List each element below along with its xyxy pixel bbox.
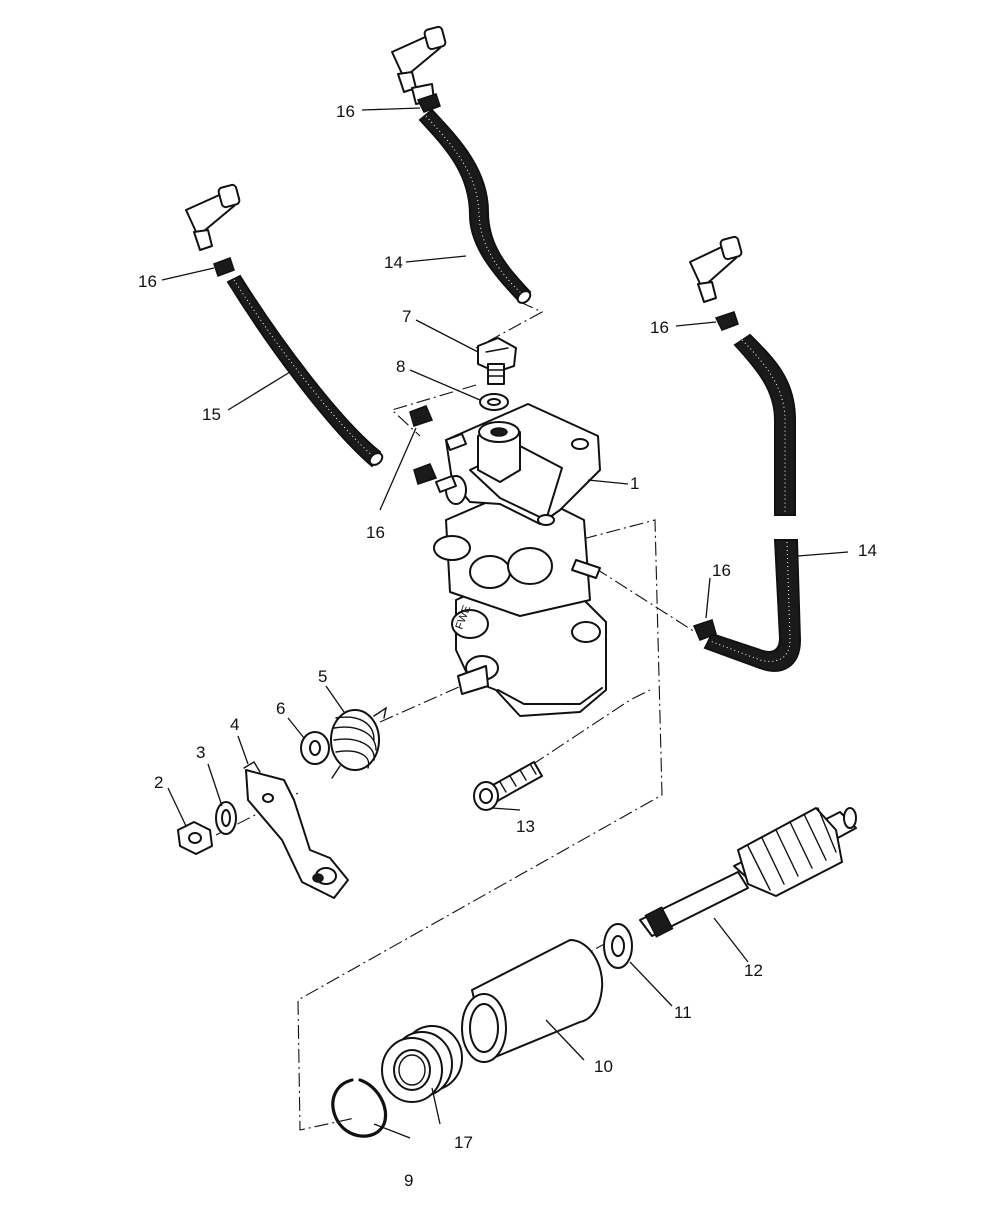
- callout-14-right: 14: [858, 541, 877, 560]
- callout-16-center: 16: [366, 523, 385, 542]
- callout-16-right: 16: [650, 318, 669, 337]
- clamps: [213, 93, 739, 641]
- callout-16-lower-right: 16: [712, 561, 731, 580]
- lever-4: [243, 761, 349, 899]
- gear-shaft-12: [639, 807, 857, 938]
- bushing-10: [461, 939, 604, 1063]
- washer-11: [603, 923, 633, 969]
- snap-ring-9: [331, 1078, 388, 1138]
- seals-17: [381, 1025, 463, 1103]
- hose-15: [226, 274, 384, 468]
- screw-13: [473, 761, 543, 811]
- callout-7: 7: [402, 307, 411, 326]
- nozzle-right: [689, 235, 743, 303]
- spring-5: [330, 706, 388, 779]
- callout-9: 9: [404, 1171, 413, 1190]
- callout-6: 6: [276, 699, 285, 718]
- nozzle-left: [185, 183, 241, 251]
- oil-pump-body: FWE: [433, 403, 607, 717]
- callout-16-left: 16: [138, 272, 157, 291]
- hose-14-right-upper: [733, 333, 796, 516]
- callout-17: 17: [454, 1133, 473, 1152]
- callout-4: 4: [230, 715, 239, 734]
- hose-14-top: [418, 108, 532, 304]
- callout-8: 8: [396, 357, 405, 376]
- callout-16-top: 16: [336, 102, 355, 121]
- callout-labels: 1 2 3 4 5 6 7 8 9 10 11 12 13 14 14 15 1…: [138, 102, 877, 1190]
- callout-2: 2: [154, 773, 163, 792]
- bleed-screw: [477, 337, 517, 385]
- hose-14-right-lower: [703, 539, 802, 672]
- callout-15: 15: [202, 405, 221, 424]
- callout-12: 12: [744, 961, 763, 980]
- nozzle-top: [391, 25, 447, 105]
- callout-13: 13: [516, 817, 535, 836]
- callout-5: 5: [318, 667, 327, 686]
- callout-3: 3: [196, 743, 205, 762]
- assembly-lines: [215, 301, 696, 1131]
- leader-lines: [161, 107, 849, 1139]
- washer-6: [300, 731, 330, 765]
- washer-8: [479, 393, 509, 411]
- nut-2: [177, 821, 213, 855]
- callout-10: 10: [594, 1057, 613, 1076]
- washer-3: [215, 801, 237, 835]
- callout-11: 11: [674, 1003, 692, 1022]
- callout-14-top: 14: [384, 253, 403, 272]
- callout-1: 1: [630, 474, 639, 493]
